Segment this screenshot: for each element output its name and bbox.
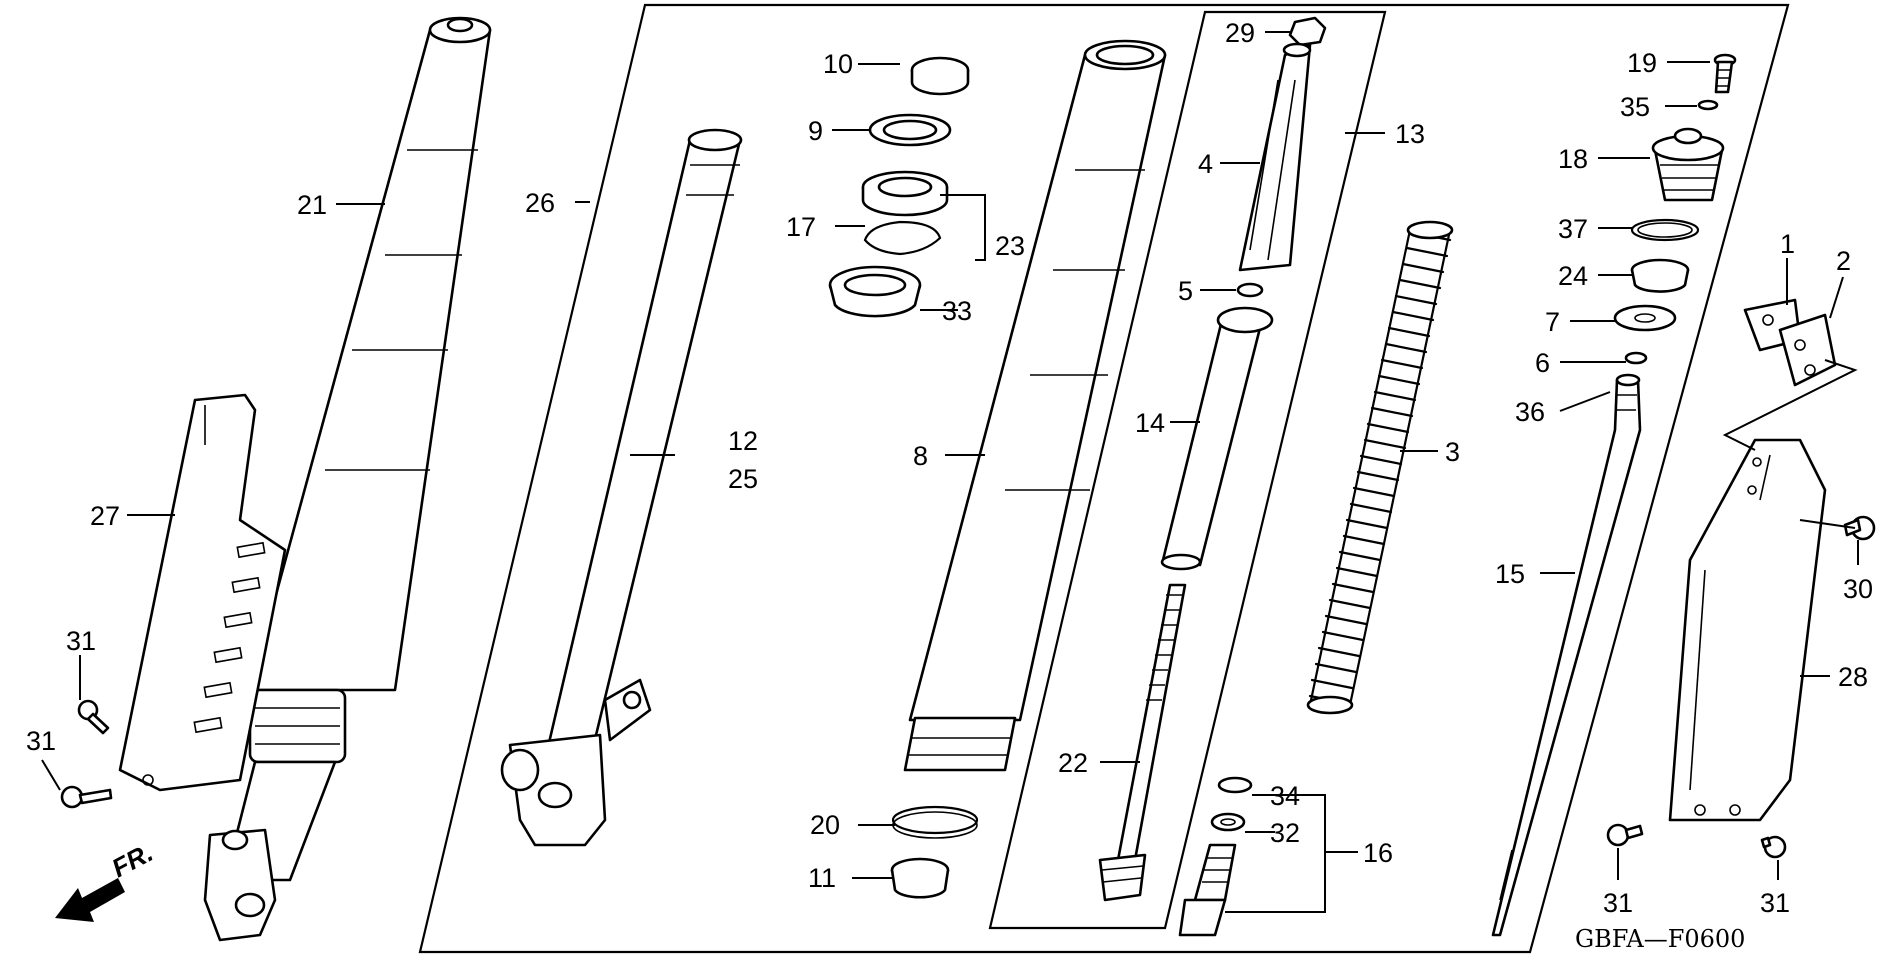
callout-31-lower-right: 31	[1760, 888, 1790, 918]
callout-26: 26	[525, 188, 555, 218]
bolt-31-lower-middle-right	[1606, 823, 1644, 847]
washer-part-34	[1217, 776, 1253, 794]
leader-lines	[41, 31, 1859, 913]
callout-4: 4	[1198, 149, 1213, 179]
callout-labels: 21 26 27 31 31 12 25 10 9 17 23 33 8 20 …	[26, 18, 1873, 918]
bolt-31-lower-left	[60, 785, 113, 809]
o-ring-part-35	[1697, 99, 1719, 111]
seal-part-9	[868, 113, 952, 147]
spacer-tube-part-14	[1160, 306, 1274, 571]
oil-seal-part-23	[861, 170, 949, 217]
damper-rod-part-22	[1098, 583, 1187, 902]
callout-37: 37	[1558, 214, 1588, 244]
outer-tube-part-8	[903, 39, 1167, 772]
callout-28: 28	[1838, 662, 1868, 692]
callout-3: 3	[1445, 437, 1460, 467]
callout-29: 29	[1225, 18, 1255, 48]
callout-15: 15	[1495, 559, 1525, 589]
stopper-ring-part-17	[863, 220, 942, 256]
callout-5: 5	[1178, 276, 1193, 306]
piston-part-4	[1238, 42, 1312, 272]
spring-seat-part-24	[1630, 258, 1690, 293]
callout-13: 13	[1395, 119, 1425, 149]
callout-14: 14	[1135, 408, 1165, 438]
callout-8: 8	[913, 441, 928, 471]
callout-19: 19	[1627, 48, 1657, 78]
callout-7: 7	[1545, 307, 1560, 337]
diagram-code: GBFA—F0600	[1575, 925, 1745, 953]
callout-10: 10	[823, 49, 853, 79]
slide-bushing-part-20	[891, 805, 979, 839]
ring-part-10	[910, 56, 970, 96]
collar-part-7	[1613, 304, 1677, 332]
callout-31-lower-middle-right: 31	[1603, 888, 1633, 918]
fork-spring-part-3	[1306, 220, 1454, 715]
o-ring-part-37	[1630, 218, 1700, 242]
callout-6: 6	[1535, 348, 1550, 378]
outer-tube-part-21	[203, 16, 492, 942]
callout-31-upper-left: 31	[66, 626, 96, 656]
callout-9: 9	[808, 116, 823, 146]
bolt-31-upper-left	[77, 699, 110, 735]
callout-25: 25	[728, 464, 758, 494]
callout-1: 1	[1780, 229, 1795, 259]
bolt-30	[1843, 515, 1876, 541]
rod-part-15	[1491, 373, 1642, 937]
callout-34: 34	[1270, 781, 1300, 811]
callout-33: 33	[942, 296, 972, 326]
callout-22: 22	[1058, 748, 1088, 778]
washer-part-5	[1236, 282, 1264, 298]
callout-16: 16	[1363, 838, 1393, 868]
nut-part-6	[1624, 351, 1648, 365]
callout-32: 32	[1270, 818, 1300, 848]
callout-35: 35	[1620, 92, 1650, 122]
callout-23: 23	[995, 231, 1025, 261]
callout-21: 21	[297, 190, 327, 220]
callout-17: 17	[786, 212, 816, 242]
fork-cap-part-18	[1651, 127, 1725, 202]
fork-guard-part-27	[118, 393, 287, 792]
callout-12: 12	[728, 426, 758, 456]
callout-11: 11	[808, 863, 836, 893]
front-direction-arrow-icon: FR.	[55, 837, 158, 922]
callout-27: 27	[90, 501, 120, 531]
callout-20: 20	[810, 810, 840, 840]
nut-part-29	[1288, 16, 1327, 47]
front-direction-label: FR.	[107, 837, 158, 883]
assembly-26-boundary-frame	[418, 3, 1790, 954]
callout-31-lower-left: 31	[26, 726, 56, 756]
bushing-part-11	[890, 857, 950, 899]
callout-2: 2	[1836, 246, 1851, 276]
washer-part-32	[1210, 812, 1246, 832]
bolt-part-19	[1713, 53, 1737, 94]
assembly-13-boundary-frame	[988, 10, 1387, 930]
bolt-31-lower-right	[1760, 835, 1787, 859]
callout-18: 18	[1558, 144, 1588, 174]
callout-24: 24	[1558, 261, 1588, 291]
callout-36: 36	[1515, 397, 1545, 427]
inner-tube-part-12-25	[500, 128, 743, 847]
callout-30: 30	[1843, 574, 1873, 604]
center-bolt-part-16	[1178, 843, 1237, 937]
dust-seal-part-33	[828, 265, 922, 318]
guide-part-2	[1778, 313, 1837, 387]
fork-guard-part-28	[1668, 438, 1827, 822]
